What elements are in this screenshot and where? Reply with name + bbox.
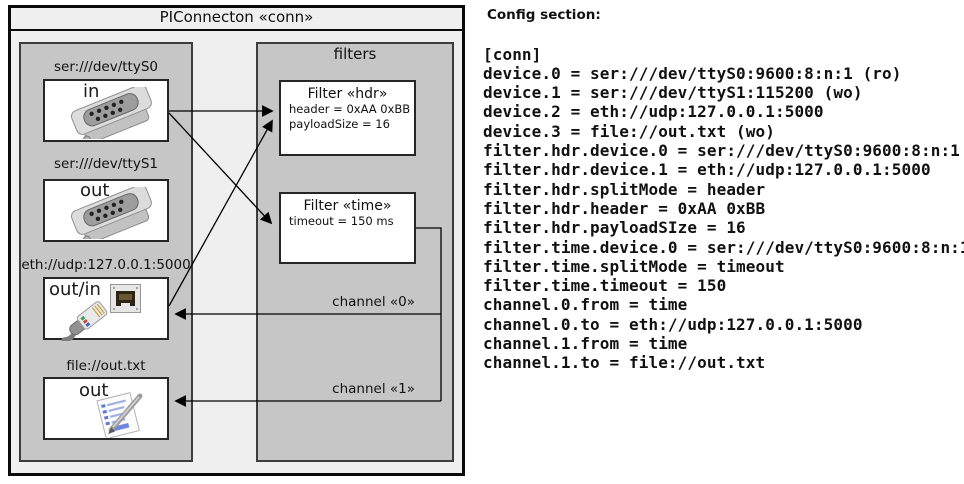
notepad-pen-icon [96,392,143,438]
ethernet-plug-icon [61,301,108,341]
filter-box-time: Filter «time» timeout = 150 ms [279,192,416,264]
diagram-title: PIConnecton «conn» [159,8,314,26]
device-box-eth: out/in [43,277,169,341]
config-section: Config section: [conn] device.0 = ser://… [483,6,964,373]
device-uri-label-ttys0: ser:///dev/ttyS0 [54,59,158,75]
filter-property: header = 0xAA 0xBB [289,102,411,116]
config-section-title: Config section: [487,7,601,23]
serial-connector-icon [71,187,152,239]
device-box-file: out [43,377,169,440]
device-box-ttys1: out [43,179,169,242]
filter-title: Filter «hdr» [307,86,388,102]
device-uri-label-file: file://out.txt [66,358,146,374]
filters-panel-label: filters [333,45,377,63]
filter-property: payloadSize = 16 [289,117,390,131]
device-uri-label-ttys1: ser:///dev/ttyS1 [54,156,158,172]
device-direction: out/in [49,279,101,300]
device-uri-label-eth: eth://udp:127.0.0.1:5000 [21,257,191,273]
title-divider [11,29,462,31]
filter-box-hdr: Filter «hdr» header = 0xAA 0xBB payloadS… [279,80,416,156]
channel-1-label: channel «1» [332,381,415,397]
serial-connector-icon [71,87,152,139]
device-direction: in [83,81,100,102]
channel-0-label: channel «0» [332,294,415,310]
config-listing: [conn] device.0 = ser:///dev/ttyS0:9600:… [483,44,964,373]
device-direction: out [80,180,110,201]
device-box-ttys0: in [43,79,169,142]
filter-title: Filter «time» [303,198,392,214]
ethernet-jack-icon [110,284,141,313]
filter-property: timeout = 150 ms [289,214,394,228]
device-direction: out [79,380,109,401]
